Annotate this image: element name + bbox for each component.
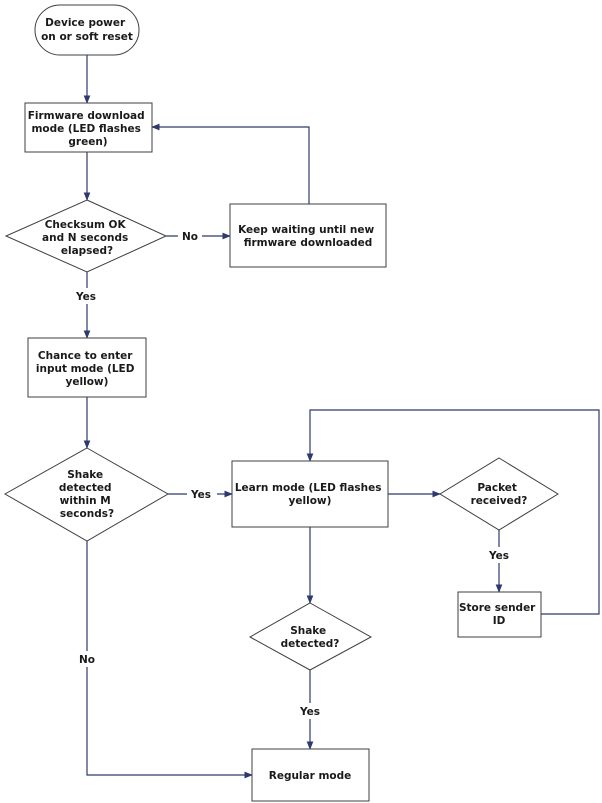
packet-received-decision	[439, 457, 559, 531]
svg-text:Shake detected?: Shake detected?	[281, 625, 340, 650]
node-store-sender: Store sender ID	[457, 591, 542, 638]
shake-within-line-4: seconds?	[60, 508, 114, 520]
checksum-line-3: elapsed?	[61, 245, 113, 257]
start-line-2: on or soft reset	[41, 31, 133, 43]
node-start: Device power on or soft reset	[34, 4, 140, 56]
edge-keepwaiting-loop	[151, 123, 310, 204]
learn-line-1: Learn mode (LED flashes	[235, 482, 382, 494]
label-checksum-no: No	[182, 231, 198, 243]
svg-text:Chance to enter input mo: Chance to enter input mode (LED yellow)	[36, 350, 138, 388]
svg-text:Device power on or soft: Device power on or soft reset	[41, 17, 133, 43]
chance-line-1: Chance to enter	[38, 350, 133, 362]
start-line-1: Device power	[45, 17, 126, 29]
node-firmware-download: Firmware download mode (LED flashes gree…	[24, 102, 153, 153]
start-terminal	[34, 4, 140, 56]
firmware-line-1: Firmware download	[28, 110, 145, 122]
keep-waiting-line-1: Keep waiting until new	[238, 224, 374, 236]
label-shake-detected-yes: Yes	[299, 706, 320, 718]
svg-text:Keep waiting until new f: Keep waiting until new firmware download…	[238, 224, 378, 249]
shake-within-line-2: detected	[59, 482, 112, 494]
node-learn-mode: Learn mode (LED flashes yellow)	[231, 460, 389, 528]
connectors	[83, 55, 600, 779]
svg-text:Store sender ID: Store sender ID	[459, 602, 539, 627]
svg-text:Shake detected wit: Shake detected within M seconds?	[59, 469, 115, 520]
label-shake-within-no: No	[79, 654, 95, 666]
svg-text:Checksum OK and N second: Checksum OK and N seconds elapsed?	[42, 219, 132, 257]
shake-detected-line-1: Shake	[290, 625, 326, 637]
firmware-line-2: mode (LED flashes	[31, 123, 140, 135]
packet-line-1: Packet	[477, 482, 517, 494]
chance-input-box	[27, 337, 147, 398]
keep-waiting-box	[229, 203, 387, 268]
shake-detected-line-2: detected?	[281, 638, 340, 650]
node-keep-waiting: Keep waiting until new firmware download…	[229, 203, 387, 268]
node-shake-detected: Shake detected?	[248, 602, 373, 671]
firmware-line-3: green)	[68, 136, 107, 148]
svg-text:Firmware download mode (: Firmware download mode (LED flashes gree…	[28, 110, 149, 148]
svg-text:Learn mode (LED flashes: Learn mode (LED flashes yellow)	[235, 482, 385, 507]
store-sender-box	[457, 591, 542, 638]
checksum-decision	[4, 199, 168, 273]
keep-waiting-line-2: firmware downloaded	[244, 237, 373, 249]
label-shake-within-yes: Yes	[190, 489, 211, 501]
edge-labels: No Yes Yes No Yes Yes	[72, 228, 514, 719]
node-checksum: Checksum OK and N seconds elapsed?	[4, 199, 168, 273]
regular-mode-box	[251, 748, 370, 802]
learn-line-2: yellow)	[289, 495, 332, 507]
store-line-2: ID	[493, 615, 506, 627]
svg-text:Packet received?: Packet received?	[471, 482, 528, 507]
regular-line-1: Regular mode	[269, 770, 352, 782]
checksum-line-2: and N seconds	[42, 232, 128, 244]
chance-line-3: yellow)	[66, 376, 109, 388]
label-packet-yes: Yes	[488, 550, 509, 562]
svg-text:Regular mode: Regular mode	[269, 770, 352, 782]
store-line-1: Store sender	[459, 602, 536, 614]
chance-line-2: input mode (LED	[36, 363, 135, 375]
node-regular-mode: Regular mode	[251, 748, 370, 802]
shake-within-line-1: Shake	[67, 469, 103, 481]
edge-store-loop	[306, 409, 600, 615]
shake-within-line-3: within M	[60, 495, 111, 507]
node-chance-input: Chance to enter input mode (LED yellow)	[27, 337, 147, 398]
shake-within-decision	[3, 447, 170, 542]
edge-shake-within-no	[86, 541, 253, 779]
firmware-download-box	[24, 102, 153, 153]
checksum-line-1: Checksum OK	[45, 219, 127, 231]
node-shake-within: Shake detected within M seconds?	[3, 447, 170, 542]
label-checksum-yes: Yes	[75, 291, 96, 303]
packet-line-2: received?	[471, 495, 528, 507]
node-packet-received: Packet received?	[439, 457, 559, 531]
learn-mode-box	[231, 460, 389, 528]
shake-detected-decision	[248, 602, 373, 671]
